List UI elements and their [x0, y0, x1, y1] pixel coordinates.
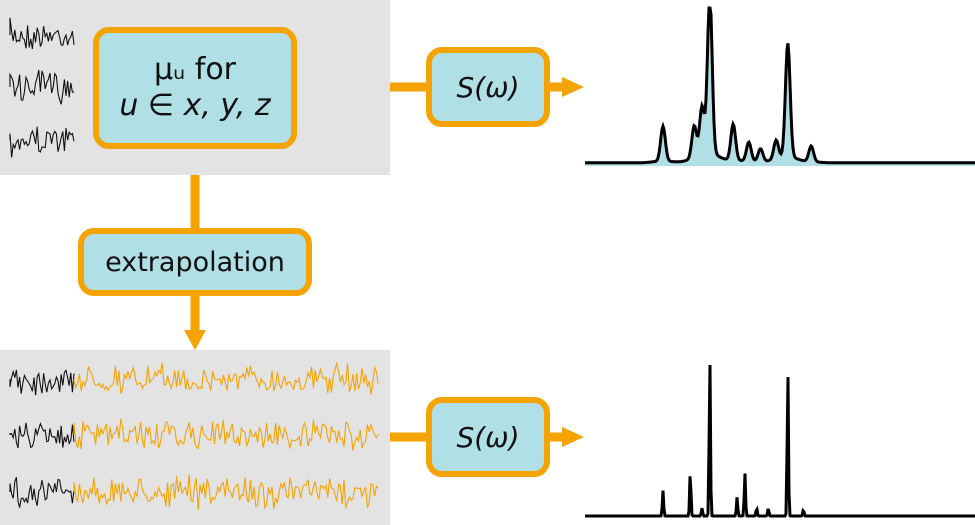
extrapolation-label: extrapolation: [105, 246, 285, 278]
spectrum-box-top: S(ω): [426, 47, 550, 127]
known-trace-2: [9, 422, 75, 449]
dipole-label-line1: μᵤ for: [153, 52, 237, 87]
known-trace-1: [9, 369, 75, 396]
spectrum-fill: [585, 8, 975, 166]
spectrum-box-bottom: S(ω): [426, 397, 550, 477]
extrapolated-signal-traces: [9, 361, 379, 510]
short-signal-traces: [9, 17, 75, 158]
arrowhead-right-bottom: [562, 427, 584, 447]
extrapolation-box: extrapolation: [78, 228, 312, 296]
spectrum-plot-broad: [585, 6, 975, 166]
short-trace-2: [9, 69, 75, 105]
spectrum-plot-sharp: [585, 364, 975, 518]
spectrum-label-top: S(ω): [456, 70, 520, 104]
dipole-label-line2: u ∈ x, y, z: [119, 88, 271, 123]
spectrum-line: [585, 364, 975, 518]
arrowhead-right-top: [562, 77, 584, 97]
short-trace-1: [9, 17, 75, 50]
known-trace-3: [9, 477, 75, 508]
extrapolated-trace-3: [73, 474, 379, 510]
spectrum-line: [585, 6, 975, 165]
dipole-components-box: μᵤ for u ∈ x, y, z: [93, 27, 297, 149]
short-trace-3: [9, 126, 75, 158]
spectrum-label-bottom: S(ω): [456, 420, 520, 454]
extrapolated-trace-1: [73, 361, 379, 395]
extrapolated-trace-2: [73, 418, 379, 451]
arrowhead-down: [184, 330, 206, 350]
